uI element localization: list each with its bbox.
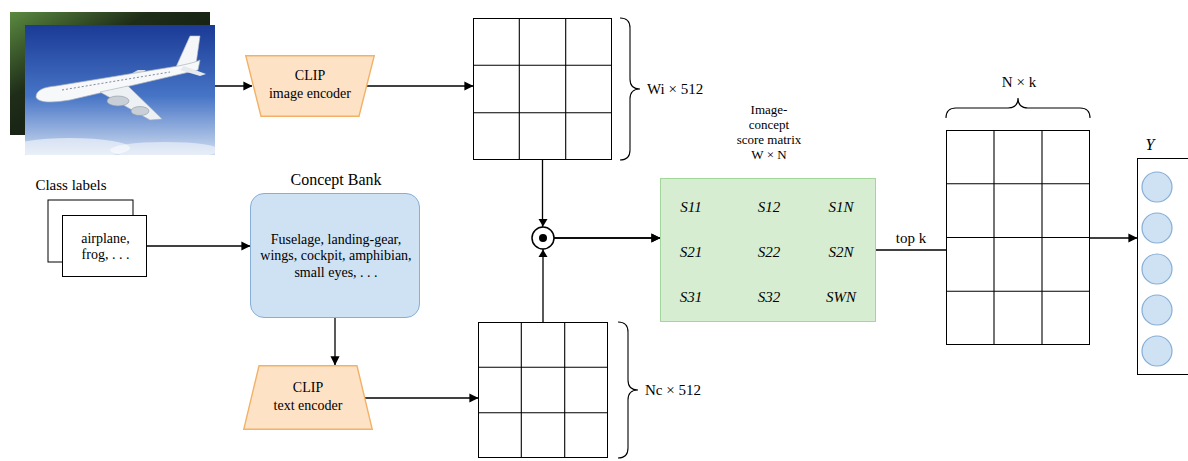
matrix-entry: S21 — [666, 244, 716, 261]
output-unit — [1142, 213, 1172, 243]
grid-line — [946, 183, 1090, 184]
score-matrix: Image-concept score matrix W × NS11S12S1… — [660, 178, 876, 322]
output-unit — [1142, 172, 1172, 202]
output-unit — [1142, 254, 1172, 284]
grid-line — [946, 237, 1090, 238]
encoder-trapezoid: CLIP text encoder — [243, 365, 373, 430]
grid-line — [521, 322, 522, 458]
dimension-label: Nc × 512 — [645, 382, 725, 399]
airplane-photo — [10, 12, 220, 158]
trapezoid-outline — [246, 56, 374, 116]
edge-label: top k — [894, 230, 928, 247]
matrix-entry: S11 — [666, 199, 716, 216]
curly-brace — [946, 98, 1090, 118]
trapezoid-outline — [243, 365, 373, 430]
airplane-windows — [62, 72, 170, 90]
matrix-heading: Image-concept score matrix W × N — [734, 103, 804, 163]
curly-brace — [618, 322, 638, 458]
feature-matrix: Wi × 512 — [473, 18, 612, 160]
flow-arrow — [367, 85, 473, 86]
topk-matrix: N × k — [946, 130, 1090, 345]
input-arrow — [215, 85, 252, 86]
stack-heading: Class labels — [16, 177, 126, 194]
airplane-stabilizer — [180, 66, 206, 76]
grid-line — [519, 18, 520, 160]
output-units — [1142, 172, 1172, 366]
matrix-entry: S31 — [666, 289, 716, 306]
matrix-entry: S22 — [744, 244, 794, 261]
grid-line — [478, 367, 608, 368]
flow-arrow — [543, 238, 660, 322]
document-stack: Class labelsairplane, frog, . . . — [62, 215, 147, 277]
flow-arrow — [147, 245, 250, 246]
grid-line — [473, 112, 612, 113]
output-unit — [1142, 295, 1172, 325]
matrix-entry: S1N — [816, 199, 866, 216]
matrix-entry: S12 — [744, 199, 794, 216]
cloud — [110, 142, 220, 158]
dimension-label: N × k — [984, 74, 1054, 91]
matrix-entry: SWN — [816, 289, 866, 306]
matrix-entry: S32 — [744, 289, 794, 306]
output-unit — [1142, 336, 1172, 366]
flow-arrow — [543, 160, 661, 238]
encoder-name: CLIP — [258, 68, 362, 84]
arrow-head — [539, 250, 548, 258]
trapezoid-outline — [244, 366, 372, 429]
stack-body: airplane, frog, . . . — [67, 231, 145, 263]
grid-line — [473, 65, 612, 66]
flow-arrow — [334, 318, 335, 365]
grid-line — [478, 412, 608, 413]
matrix-cells — [473, 18, 1090, 458]
feature-matrix: Nc × 512 — [478, 322, 608, 458]
arrow-head — [539, 219, 548, 227]
encoder-name: CLIP — [256, 380, 360, 396]
airplane-near-wing — [100, 86, 162, 120]
matrix-entry: S2N — [816, 244, 866, 261]
flow-arrow — [365, 397, 478, 398]
encoder-name: text encoder — [256, 398, 360, 414]
dot-product-symbol — [532, 227, 554, 249]
output-vector: Y — [1137, 158, 1188, 375]
airplane-engine — [107, 96, 129, 106]
flow-arrow — [1090, 237, 1137, 238]
dot-product-symbol — [539, 234, 547, 242]
concept-list: Fuselage, landing-gear, wings, cockpit, … — [257, 232, 415, 280]
grid-line — [564, 322, 565, 458]
vector-label: Y — [1135, 136, 1165, 154]
encoder-trapezoid: CLIP image encoder — [245, 55, 375, 117]
dimension-label: Wi × 512 — [647, 81, 727, 98]
photo-sky — [25, 25, 215, 155]
grid-line — [946, 291, 1090, 292]
box-heading: Concept Bank — [256, 171, 416, 189]
encoder-name: image encoder — [258, 86, 362, 102]
concept-bank-box: Concept BankFuselage, landing-gear, wing… — [250, 193, 420, 318]
grid-line — [565, 18, 566, 160]
curly-brace — [620, 18, 640, 160]
flow-arrow — [876, 249, 946, 250]
airplane-engine — [131, 107, 149, 116]
